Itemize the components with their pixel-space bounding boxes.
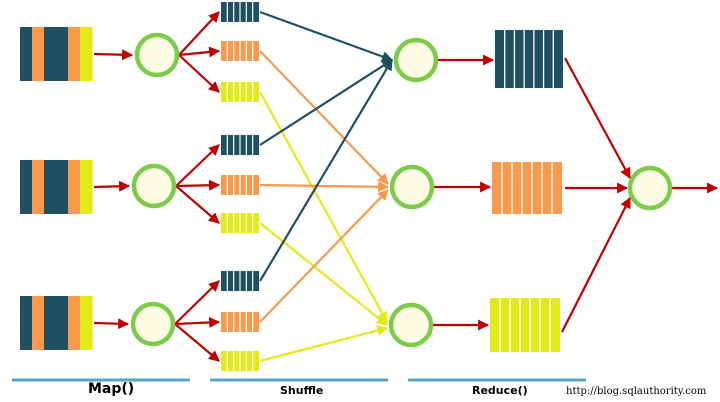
shuffle-line-orange-from-map-1: [259, 50, 389, 185]
map-node-2: [131, 163, 177, 209]
shuffle-stage-label: Shuffle: [280, 384, 324, 397]
map-node-1: [134, 32, 180, 78]
shuffle-line-yellow-from-map-3: [259, 325, 389, 363]
arrow-map-to-partition-3-navy: [174, 280, 220, 325]
input-stripe-navy: [44, 27, 57, 81]
shuffle-line-orange-from-map-2: [259, 181, 390, 193]
reduce-output-yellow: [490, 298, 560, 352]
arrow-input-to-map-3: [93, 318, 130, 330]
arrow-yellow-output-to-final: [561, 197, 631, 333]
partition-navy-map-2: [221, 135, 259, 155]
output-fill: [492, 162, 562, 214]
shuffle-line-yellow-from-map-2: [259, 222, 388, 326]
source-credit: http://blog.sqlauthority.com: [566, 386, 707, 397]
arrow-input-to-map-1: [93, 49, 134, 61]
output-fill: [495, 30, 563, 88]
input-stripe-orange: [68, 160, 81, 214]
reduce-output-orange: [492, 162, 562, 214]
shuffle-line-orange-from-map-3: [259, 189, 389, 323]
arrow-map-to-partition-2-orange: [175, 179, 221, 191]
arrow-map-to-partition-3-yellow: [174, 323, 220, 362]
input-stripe-orange: [68, 296, 81, 350]
input-stripe-orange: [68, 27, 81, 81]
input-stripe-yellow: [80, 296, 93, 350]
partition-yellow-map-2: [221, 213, 259, 233]
input-stripe-navy: [20, 296, 33, 350]
partition-orange-map-1: [221, 41, 259, 61]
arrow-map-to-partition-2-yellow: [175, 185, 220, 224]
reduce-node-3: [388, 302, 434, 348]
input-split-2: [20, 160, 93, 214]
arrow-map-to-partition-1-navy: [178, 11, 220, 56]
partition-yellow-map-1: [221, 82, 259, 102]
partition-navy-map-1: [221, 2, 259, 22]
input-stripe-navy: [44, 296, 57, 350]
input-stripe-yellow: [80, 160, 93, 214]
final-merge-node: [627, 165, 673, 211]
output-fill: [490, 298, 560, 352]
input-stripe-navy: [56, 160, 69, 214]
input-stripe-navy: [56, 27, 69, 81]
reduce-output-navy: [495, 30, 563, 88]
arrow-map-to-partition-3-orange: [174, 316, 221, 328]
input-stripe-navy: [20, 27, 33, 81]
shuffle-line-yellow-from-map-1: [259, 91, 388, 323]
arrow-input-to-map-2: [93, 180, 131, 192]
arrow-navy-output-to-final: [564, 57, 631, 179]
partition-orange-map-3: [221, 312, 259, 332]
reduce-stage-label: Reduce(): [472, 384, 528, 397]
reduce-node-2: [389, 164, 435, 210]
input-stripe-yellow: [80, 27, 93, 81]
reduce-node-1: [393, 37, 439, 83]
input-stripe-navy: [56, 296, 69, 350]
input-split-3: [20, 296, 93, 350]
map-stage-label: Map(): [88, 381, 135, 397]
partition-orange-map-2: [221, 175, 259, 195]
shuffle-line-navy-from-map-3: [259, 59, 393, 282]
map-node-3: [130, 301, 176, 347]
shuffle-line-navy-from-map-1: [259, 10, 394, 62]
input-split-1: [20, 27, 93, 81]
arrow-map-to-partition-1-yellow: [178, 54, 220, 93]
partition-yellow-map-3: [221, 351, 259, 371]
input-stripe-orange: [32, 27, 45, 81]
input-stripe-navy: [44, 160, 57, 214]
partition-navy-map-3: [221, 271, 259, 291]
shuffle-line-navy-from-map-2: [259, 59, 393, 146]
arrow-map-to-partition-2-navy: [175, 144, 220, 187]
arrow-map-to-partition-1-orange: [178, 46, 221, 58]
input-stripe-orange: [32, 296, 45, 350]
input-stripe-orange: [32, 160, 45, 214]
input-stripe-navy: [20, 160, 33, 214]
